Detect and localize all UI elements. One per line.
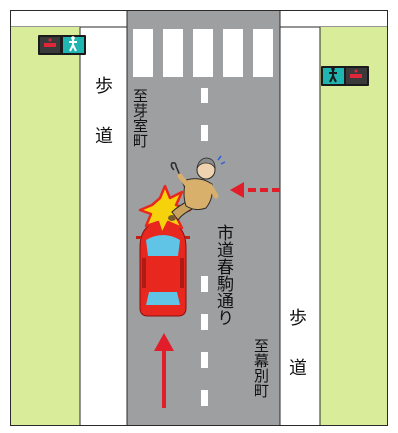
sidewalk-label: 道 <box>95 126 113 147</box>
left-grass-area <box>11 27 80 425</box>
elderly-pedestrian-icon <box>168 155 226 221</box>
right-grass-area <box>320 27 387 425</box>
sidewalk-label: 道 <box>289 358 307 379</box>
arrow-icon <box>230 182 280 198</box>
sidewalk-label: 歩 <box>289 308 307 329</box>
pedestrian-signal-icon <box>321 66 369 86</box>
road-name-label: 市道春駒通り <box>213 224 233 326</box>
direction-label-top: 至芽室町 <box>131 88 149 148</box>
sidewalk-label: 歩 <box>95 76 113 97</box>
pedestrian-signal-icon <box>38 35 86 55</box>
crosswalk <box>133 29 273 77</box>
collision-icon <box>138 184 192 236</box>
direction-label-bottom: 至幕別町 <box>252 338 270 398</box>
arrow-icon <box>154 333 174 408</box>
car-icon <box>136 221 190 317</box>
